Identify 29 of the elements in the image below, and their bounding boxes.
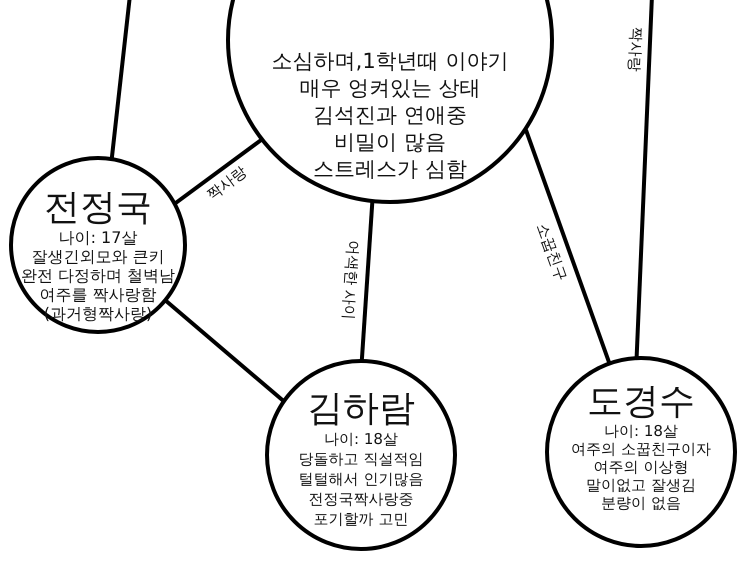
description-line: 김석진과 연애중	[313, 102, 467, 129]
description-line: 당돌하고 직설적임	[298, 449, 424, 469]
name-title: 도경수	[587, 382, 695, 422]
description-line: 나이: 18살	[604, 422, 678, 440]
description-line: 비밀이 많음	[334, 129, 446, 156]
description-line: 매우 엉켜있는 상태	[299, 75, 481, 102]
description-line: 포기할까 고민	[314, 509, 408, 529]
description-line: 잘생긴외모와 큰키	[31, 247, 165, 266]
description-line: 완전 다정하며 철벽남	[20, 266, 176, 285]
description-line: 스트레스가 심함	[313, 156, 467, 183]
description-line: 여주를 짝사랑함	[39, 285, 157, 304]
description-line: 털털해서 인기많음	[298, 469, 424, 489]
description-line: 여주의 이상형	[594, 458, 688, 476]
description-line: 나이: 18살	[324, 429, 398, 449]
connector-line	[360, 202, 374, 360]
description-line: 나이: 17살	[58, 228, 138, 247]
connector-line	[174, 138, 262, 205]
description-line: 여주의 소꿉친구이자	[571, 440, 711, 458]
connector-line	[110, 0, 132, 158]
connector-line	[524, 129, 611, 364]
description-line: (과거형짝사랑)	[44, 304, 152, 323]
description-line: 전정국짝사랑중	[308, 489, 414, 509]
description-line: 소심하며,1학년때 이야기	[272, 48, 508, 75]
connector-line	[164, 299, 284, 402]
description-line: 분량이 없음	[601, 494, 681, 512]
connector-line	[634, 0, 654, 358]
description-line: 말이없고 잘생김	[586, 476, 696, 494]
name-title: 전정국	[44, 188, 152, 228]
name-title: 김하람	[307, 389, 415, 429]
